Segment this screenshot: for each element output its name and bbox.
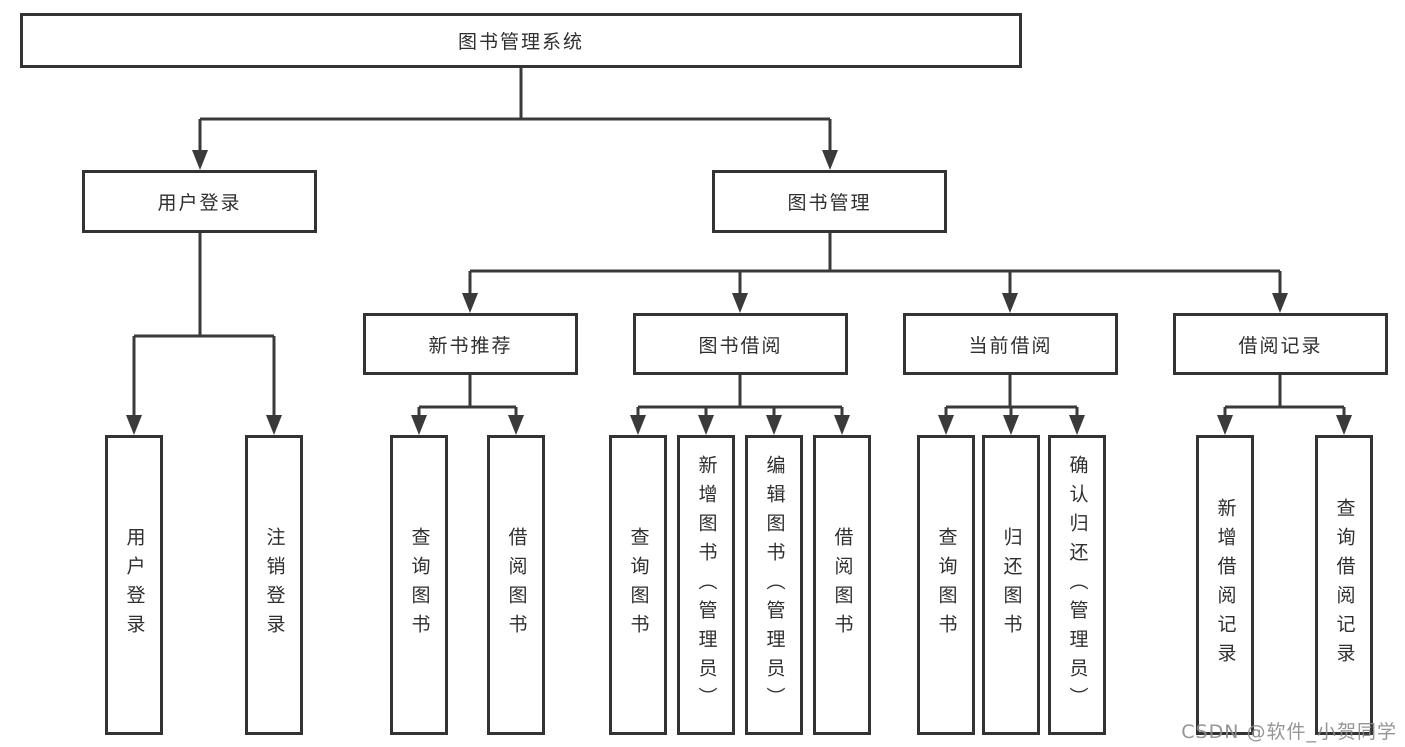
node-label: 借阅记录 [1238, 334, 1323, 357]
leaf-label: 注销登录 [263, 527, 286, 643]
csdn-watermark: CSDN @软件_小贺同学 [1181, 721, 1397, 743]
leaf-borrow-books-recommend: 借阅图书 [487, 435, 545, 735]
connector-recommend-to-leaves [411, 375, 524, 435]
connector-records-to-leaves [1217, 375, 1352, 435]
connector-borrow-to-leaves [630, 375, 850, 435]
leaf-add-borrow-record: 新增借阅记录 [1196, 435, 1254, 735]
node-book-borrow: 图书借阅 [633, 313, 848, 375]
node-user-login-branch: 用户登录 [82, 170, 317, 233]
leaf-query-books-borrow: 查询图书 [609, 435, 667, 735]
node-book-management-branch: 图书管理 [712, 170, 947, 233]
leaf-query-books-recommend: 查询图书 [390, 435, 448, 735]
leaf-label: 新增图书（管理员） [695, 454, 718, 716]
leaf-add-books-admin: 新增图书（管理员） [677, 435, 735, 735]
leaf-return-books: 归还图书 [982, 435, 1040, 735]
leaf-label: 查询图书 [627, 527, 650, 643]
leaf-label: 查询图书 [935, 527, 958, 643]
leaf-label: 归还图书 [1000, 527, 1023, 643]
leaf-query-borrow-record: 查询借阅记录 [1315, 435, 1373, 735]
leaf-query-books-current: 查询图书 [917, 435, 975, 735]
leaf-label: 查询借阅记录 [1333, 498, 1356, 672]
leaf-logout: 注销登录 [245, 435, 303, 735]
leaf-label: 借阅图书 [831, 527, 854, 643]
node-new-book-recommend: 新书推荐 [363, 313, 578, 375]
leaf-edit-books-admin: 编辑图书（管理员） [745, 435, 803, 735]
node-label: 图书借阅 [698, 334, 783, 357]
leaf-user-login: 用户登录 [105, 435, 163, 735]
leaf-confirm-return-admin: 确认归还（管理员） [1048, 435, 1106, 735]
node-label: 新书推荐 [428, 334, 513, 357]
node-label: 当前借阅 [968, 334, 1053, 357]
node-root-system: 图书管理系统 [20, 13, 1022, 68]
connector-current-to-leaves [938, 375, 1085, 435]
node-label: 图书管理 [787, 192, 872, 214]
leaf-borrow-books: 借阅图书 [813, 435, 871, 735]
node-label: 用户登录 [157, 192, 242, 214]
connector-login-to-leaves [126, 233, 282, 435]
node-root-label: 图书管理系统 [457, 31, 584, 53]
leaf-label: 用户登录 [123, 527, 146, 643]
leaf-label: 编辑图书（管理员） [763, 454, 786, 716]
node-borrow-records: 借阅记录 [1173, 313, 1388, 375]
connector-management-to-level3 [462, 233, 1288, 313]
leaf-label: 新增借阅记录 [1214, 498, 1237, 672]
leaf-label: 确认归还（管理员） [1066, 454, 1089, 716]
node-current-borrow: 当前借阅 [903, 313, 1118, 375]
connector-root-to-level2 [192, 68, 838, 170]
leaf-label: 借阅图书 [505, 527, 528, 643]
leaf-label: 查询图书 [408, 527, 431, 643]
